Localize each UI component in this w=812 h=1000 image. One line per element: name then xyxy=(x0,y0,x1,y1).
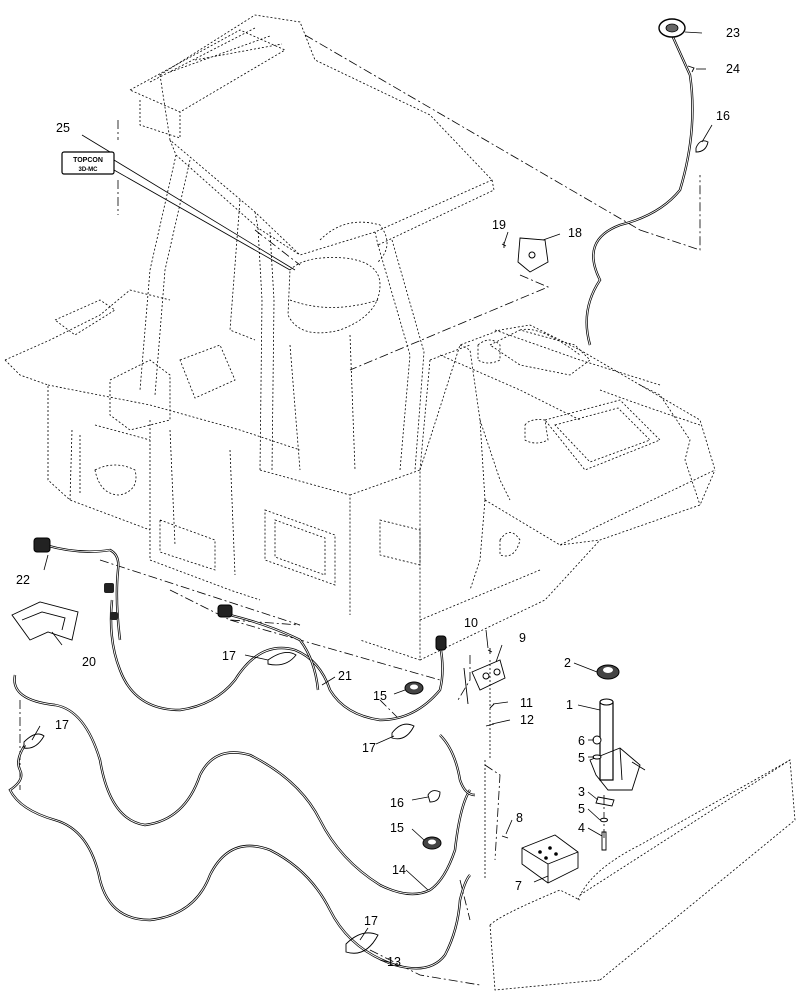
bracket-9-part xyxy=(471,659,506,691)
right-panel xyxy=(484,660,796,991)
callout-12: 12 xyxy=(520,713,534,727)
callout-19: 19 xyxy=(492,218,506,232)
callout-15b: 15 xyxy=(390,821,404,835)
callout-20: 20 xyxy=(82,655,96,669)
callout-17a: 17 xyxy=(222,649,236,663)
callout-17d: 17 xyxy=(364,914,378,928)
callout-2: 2 xyxy=(564,656,571,670)
callout-6: 6 xyxy=(578,734,585,748)
callout-23: 23 xyxy=(726,26,740,40)
decal-line2: 3D-MC xyxy=(79,167,99,173)
mount-block-7-part xyxy=(521,834,579,884)
bolt-4-part xyxy=(601,831,607,851)
callout-7: 7 xyxy=(515,879,522,893)
callout-17b: 17 xyxy=(362,741,376,755)
mast-1-part xyxy=(599,698,614,781)
callout-3: 3 xyxy=(578,785,585,799)
tie-16-part xyxy=(695,140,709,153)
machine-frame xyxy=(4,14,716,661)
tie-17c-part xyxy=(23,733,45,749)
bracket-18-part xyxy=(517,237,549,273)
tie-16b-part xyxy=(427,790,441,803)
plate-3-part xyxy=(595,796,615,807)
callout-16a: 16 xyxy=(716,109,730,123)
tie-17-part xyxy=(267,651,297,666)
callout-15a: 15 xyxy=(373,689,387,703)
tie-17b-part xyxy=(391,723,415,740)
parts: TOPCON 3D-MC xyxy=(11,18,709,954)
guide-lines xyxy=(19,34,701,986)
callout-18: 18 xyxy=(568,226,582,240)
callout-14: 14 xyxy=(392,863,406,877)
decal-line1: TOPCON xyxy=(73,157,103,164)
callout-13: 13 xyxy=(387,955,401,969)
callout-4: 4 xyxy=(578,821,585,835)
callout-24: 24 xyxy=(726,62,740,76)
callout-9: 9 xyxy=(519,631,526,645)
callout-17c: 17 xyxy=(55,718,69,732)
callout-8: 8 xyxy=(516,811,523,825)
tie-17d-part xyxy=(345,932,379,954)
wire-harnesses xyxy=(8,34,694,970)
clip-24-part xyxy=(687,65,695,73)
leader-lines xyxy=(31,31,713,964)
washer-5-part xyxy=(592,754,602,760)
callout-5a: 5 xyxy=(578,751,585,765)
nut-6-part xyxy=(592,735,602,745)
callout-16b: 16 xyxy=(390,796,404,810)
callout-21: 21 xyxy=(338,669,352,683)
callout-5b: 5 xyxy=(578,802,585,816)
callout-25: 25 xyxy=(56,121,70,135)
connector-22-part xyxy=(33,537,51,553)
callout-22: 22 xyxy=(16,573,30,587)
callout-11: 11 xyxy=(520,696,533,710)
plate-20-part xyxy=(11,601,79,641)
callout-10: 10 xyxy=(464,616,478,630)
callout-1: 1 xyxy=(566,698,573,712)
callouts: 1 2 3 4 5 5 6 7 8 9 10 11 12 13 14 15 15… xyxy=(16,26,740,969)
topcon-decal-25: TOPCON 3D-MC xyxy=(61,151,115,175)
